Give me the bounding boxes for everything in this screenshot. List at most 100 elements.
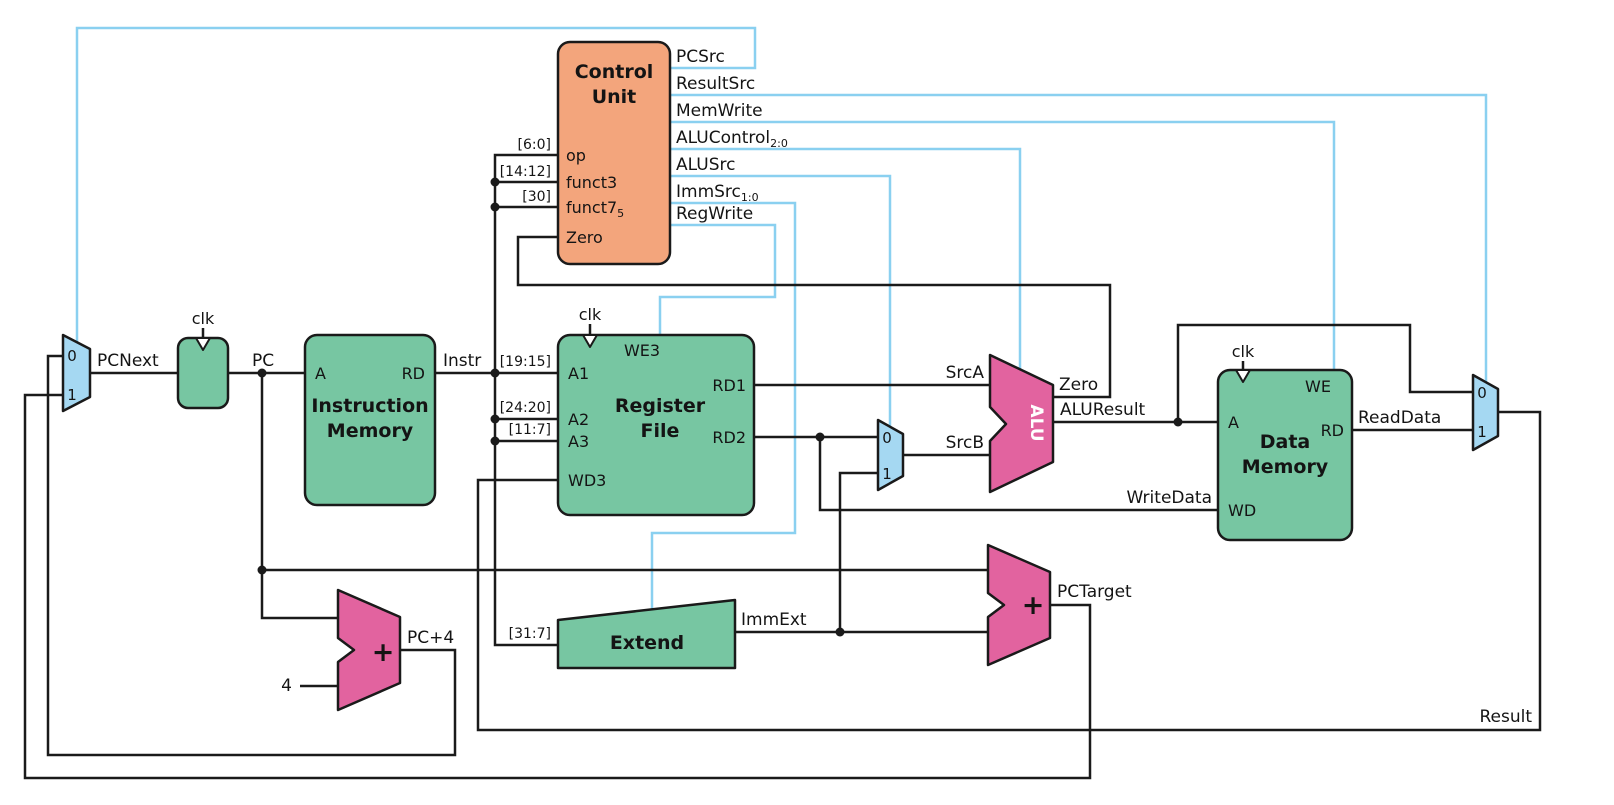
ctrl-wire-pcsrc <box>75 26 757 342</box>
result-mux-0: 0 <box>1477 384 1487 402</box>
wire-writedata <box>818 437 1218 512</box>
slice-a3-label: [11:7] <box>509 422 551 438</box>
rf-port-wd3: WD3 <box>568 471 606 490</box>
rf-port-rd2: RD2 <box>712 428 746 447</box>
signal-label-aluresult: ALUResult <box>1060 400 1146 420</box>
im-port-rd: RD <box>402 364 425 383</box>
signal-label-immext: ImmExt <box>741 610 807 630</box>
ctrl-in-funct7-label: funct75 <box>566 198 624 220</box>
dm-port-rd: RD <box>1321 421 1344 440</box>
clk-label-regfile: clk <box>579 305 602 324</box>
wire-instr-bus <box>493 153 558 647</box>
dm-port-a: A <box>1228 413 1239 432</box>
junction-dot <box>490 414 500 424</box>
signal-label-srcb: SrcB <box>946 433 984 453</box>
branch-adder-plus: + <box>1022 590 1045 621</box>
ctrl-wire-alucontrol <box>670 147 1022 369</box>
alucontrol-text: ALUControl <box>676 128 770 148</box>
ctrl-out-memwrite-label: MemWrite <box>676 101 763 121</box>
control-unit-title-1: Control <box>575 61 654 83</box>
signal-label-readdata: ReadData <box>1358 408 1441 428</box>
ctrl-wire-resultsrc <box>670 93 1488 382</box>
srcb-mux <box>876 418 905 492</box>
clk-triangle-icon <box>582 334 598 348</box>
junction-dot <box>490 202 500 212</box>
slice-funct7-label: [30] <box>522 189 551 205</box>
junction-dot <box>815 432 825 442</box>
rf-port-a1: A1 <box>568 364 589 383</box>
ctrl-wire-regwrite <box>658 223 777 335</box>
alu-title: ALU <box>1026 404 1046 441</box>
wire-pcplus4-loop <box>46 354 457 757</box>
ctrl-wire-alusrc <box>670 174 892 427</box>
ctrl-in-zero-label: Zero <box>566 228 603 247</box>
wire-pctarget-loop <box>23 393 1092 780</box>
clk-triangle-icon <box>195 337 211 351</box>
junction-dot <box>257 565 267 575</box>
ctrl-in-funct3-label: funct3 <box>566 173 617 192</box>
dm-port-we: WE <box>1305 377 1331 396</box>
clk-triangle-icon <box>1235 369 1251 383</box>
srcb-mux-1: 1 <box>882 465 892 483</box>
junction-dot <box>490 177 500 187</box>
signal-label-pc: PC <box>252 351 274 371</box>
junction-dot <box>257 368 267 378</box>
wire-pc-to-adder <box>260 373 338 620</box>
immsrc-subscript: 1:0 <box>741 191 759 204</box>
junction-dot <box>490 368 500 378</box>
ctrl-out-alucontrol-label: ALUControl2:0 <box>676 128 788 150</box>
pc-adder-plus: + <box>372 637 395 668</box>
slice-op-label: [6:0] <box>518 137 551 153</box>
register-file <box>556 333 756 517</box>
wire-aluresult-to-mux <box>1176 323 1473 422</box>
control-unit-title-2: Unit <box>592 86 637 108</box>
slice-funct3-label: [14:12] <box>500 164 551 180</box>
junction-dot <box>1173 417 1183 427</box>
data-memory <box>1216 368 1354 542</box>
clk-label-pc: clk <box>192 309 215 328</box>
dm-port-wd: WD <box>1228 501 1256 520</box>
im-port-a: A <box>315 364 326 383</box>
ctrl-wire-immsrc <box>650 201 797 610</box>
signal-label-srca: SrcA <box>946 363 985 383</box>
junction-dot <box>490 436 500 446</box>
rf-port-we3: WE3 <box>624 341 660 360</box>
pc-adder <box>336 588 402 712</box>
rf-title-1: Register <box>615 395 706 417</box>
branch-adder <box>986 543 1052 667</box>
ctrl-out-resultsrc-label: ResultSrc <box>676 74 755 94</box>
immsrc-text: ImmSrc <box>676 182 741 202</box>
wire-result-loop <box>476 410 1542 732</box>
extend-title: Extend <box>610 632 684 654</box>
signal-label-four: 4 <box>281 676 292 696</box>
signal-label-pcnext: PCNext <box>97 351 159 371</box>
srcb-mux-0: 0 <box>882 429 892 447</box>
ctrl-out-pcsrc-label: PCSrc <box>676 47 725 67</box>
clk-label-datamem: clk <box>1232 342 1255 361</box>
alucontrol-subscript: 2:0 <box>770 137 788 150</box>
wire-zero <box>516 235 1112 399</box>
result-mux-1: 1 <box>1477 423 1487 441</box>
rf-title-2: File <box>641 420 680 442</box>
extend-unit <box>556 598 737 670</box>
im-title-2: Memory <box>327 420 414 442</box>
signal-label-result: Result <box>1479 707 1532 727</box>
alu <box>988 353 1055 494</box>
pcnext-mux-0: 0 <box>67 347 77 365</box>
funct7-text: funct7 <box>566 198 617 217</box>
result-mux <box>1471 373 1500 452</box>
ctrl-out-alusrc-label: ALUSrc <box>676 155 735 175</box>
rf-port-rd1: RD1 <box>712 376 746 395</box>
dm-title-2: Memory <box>1242 456 1329 478</box>
control-unit <box>556 40 672 266</box>
signal-label-pctarget: PCTarget <box>1057 582 1132 602</box>
wire-immext-to-mux <box>838 471 878 632</box>
signal-label-zero: Zero <box>1059 375 1098 395</box>
ctrl-in-op-label: op <box>566 146 586 165</box>
pcnext-mux <box>61 333 92 413</box>
signal-label-instr: Instr <box>443 351 481 371</box>
signal-label-writedata: WriteData <box>1127 488 1212 508</box>
signal-label-pcplus4: PC+4 <box>407 628 454 648</box>
